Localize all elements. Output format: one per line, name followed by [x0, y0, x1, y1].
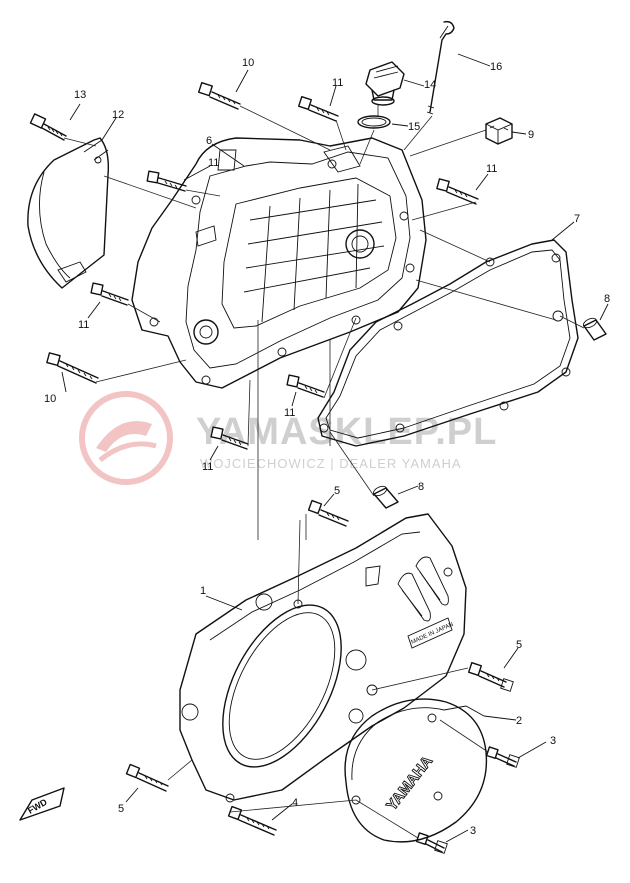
part-11-bolt-left-lower	[90, 282, 129, 306]
part-13-bolt	[29, 113, 67, 141]
fwd-label: FWD	[26, 797, 49, 816]
callout-5-right: 5	[516, 639, 522, 651]
leader-lines	[61, 53, 609, 843]
part-16-dipstick	[426, 20, 455, 115]
callout-11-top: 11	[332, 77, 343, 89]
callout-2: 2	[516, 715, 522, 727]
callout-labels: 13 12 10 6 11 11 14 15 16 9 11 7 8 11 10…	[44, 57, 610, 837]
callout-9: 9	[528, 129, 534, 141]
part-5-bolt-right	[467, 661, 514, 692]
callout-3-upper: 3	[550, 735, 556, 747]
fwd-arrow-icon: FWD	[19, 787, 65, 821]
part-4-long-bolt	[227, 805, 277, 836]
part-3-screw-lower	[415, 832, 448, 854]
callout-8-lower: 8	[418, 481, 424, 493]
yamaha-emboss: YAMAHA	[383, 753, 436, 814]
callout-1: 1	[200, 585, 206, 597]
callout-5-top: 5	[334, 485, 340, 497]
part-11-bolt-middle	[286, 374, 325, 398]
part-2-clutch-cover: YAMAHA	[344, 698, 488, 843]
part-15-o-ring	[357, 115, 391, 129]
callout-10-lower: 10	[44, 393, 56, 405]
callout-11-bottom: 11	[202, 461, 213, 473]
part-10-bolt-upper	[197, 81, 241, 110]
part-5-bolt-left	[125, 763, 169, 792]
alignment-lines	[63, 104, 585, 839]
callout-11-middle: 11	[284, 407, 295, 419]
part-9-plug	[485, 117, 513, 145]
part-12-guard	[27, 137, 110, 289]
callout-15: 15	[408, 121, 420, 133]
callout-4: 4	[292, 797, 298, 809]
part-14-oil-filler-cap	[365, 61, 405, 106]
watermark-sub-text: WOJCIECHOWICZ | DEALER YAMAHA	[200, 456, 462, 471]
part-11-bolt-bottom	[210, 426, 249, 450]
part-6-crankcase-cover	[131, 137, 427, 389]
watermark: YAMASKLEP.PL WOJCIECHOWICZ | DEALER YAMA…	[79, 391, 497, 485]
callout-8-upper: 8	[604, 293, 610, 305]
part-5-bolt-top	[307, 499, 349, 527]
callout-10-upper: 10	[242, 57, 254, 69]
part-11-bolt-top	[297, 95, 339, 122]
callout-11-right: 11	[486, 163, 497, 175]
callout-11-left-upper: 11	[208, 157, 219, 169]
callout-3-lower: 3	[470, 825, 476, 837]
part-10-bolt-lower	[46, 352, 99, 384]
callout-13: 13	[74, 89, 86, 101]
part-8-dowel-upper	[582, 317, 607, 341]
watermark-logo-icon	[79, 391, 173, 485]
part-8-dowel-lower	[372, 485, 399, 509]
watermark-main-text: YAMASKLEP.PL	[196, 411, 497, 453]
callout-5-left: 5	[118, 803, 124, 815]
callout-14: 14	[424, 79, 436, 91]
part-3-screw-upper	[485, 746, 520, 768]
callout-6: 6	[206, 135, 212, 147]
part-11-bolt-right	[436, 178, 479, 205]
callout-7: 7	[574, 213, 580, 225]
callout-12: 12	[112, 109, 124, 121]
part-7-gasket	[317, 239, 579, 447]
callout-11-left-lower: 11	[78, 319, 89, 331]
callout-16: 16	[490, 61, 502, 73]
